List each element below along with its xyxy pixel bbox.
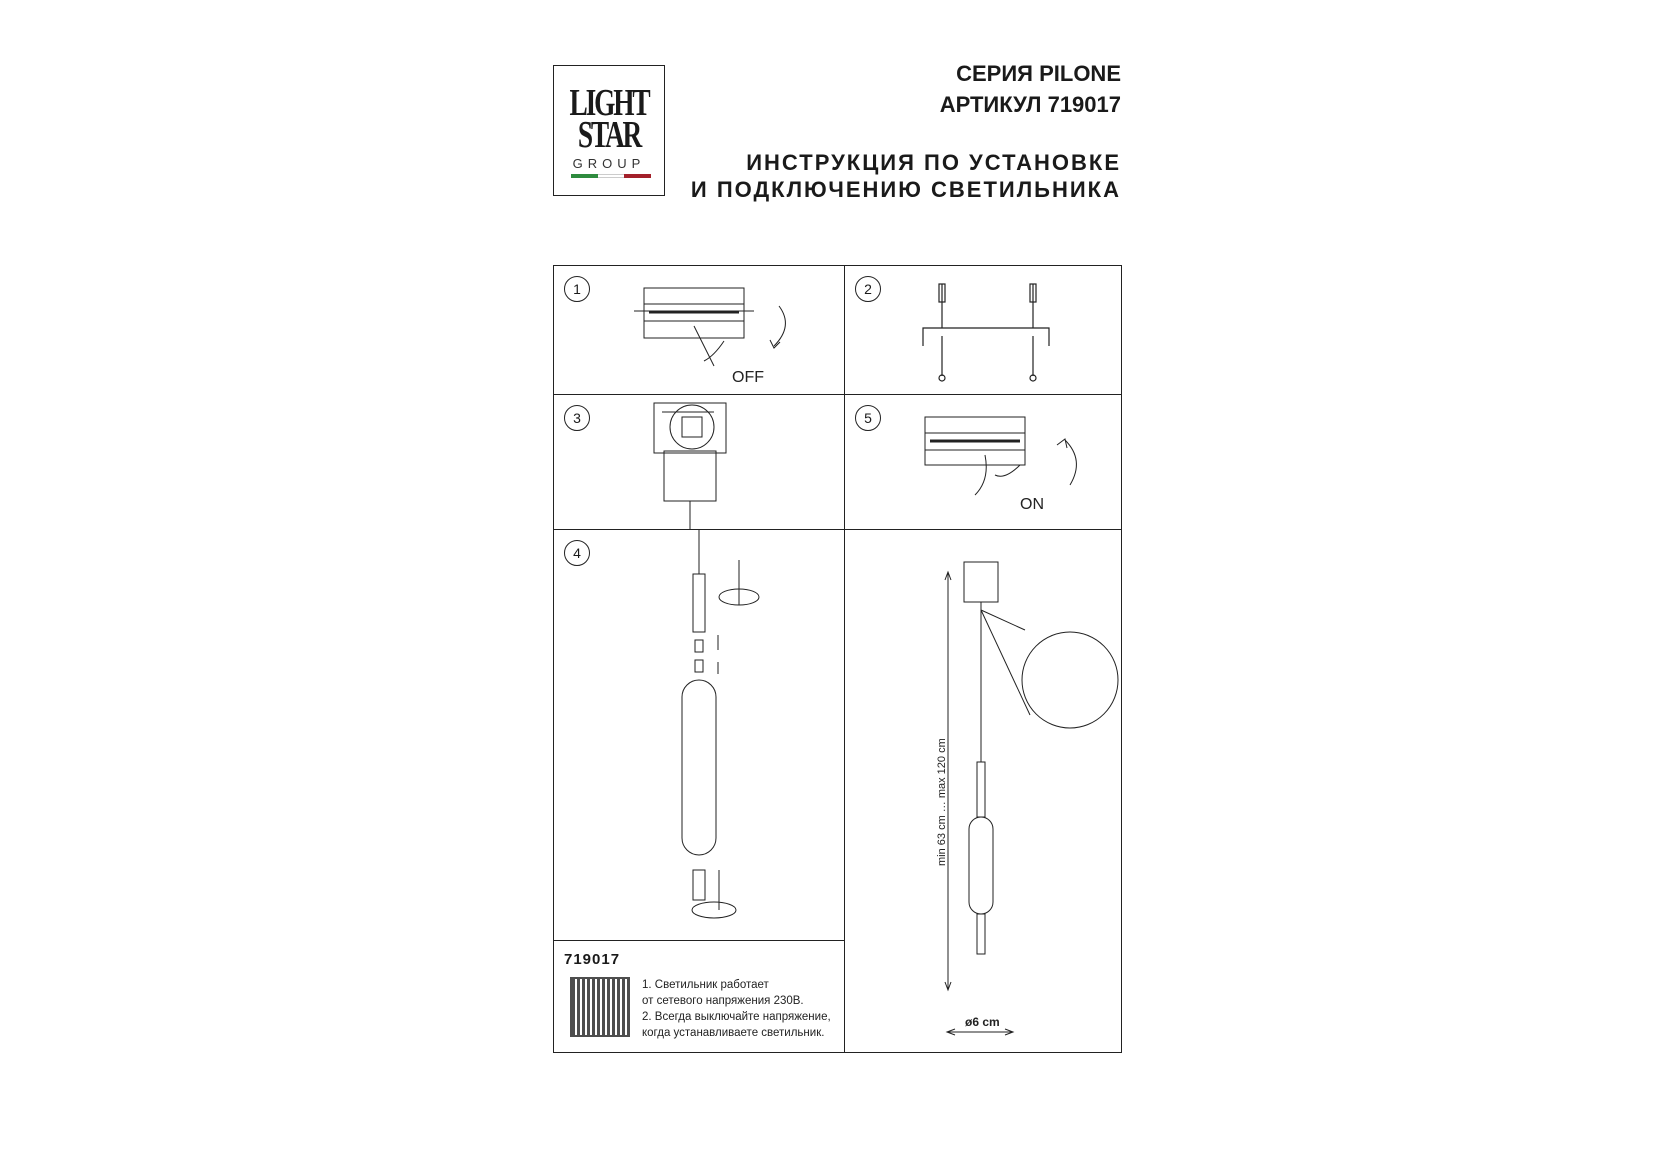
step-number: 3 [564,405,590,431]
info-cell: 719017 1. Светильник работает от сетевог… [554,941,845,1053]
step-number: 1 [564,276,590,302]
height-dimension: min 63 cm … max 120 cm [936,738,948,866]
note-line: от сетевого напряжения 230В. [642,995,804,1007]
article-number: 719017 [564,951,621,968]
step-2-cell: 2 [845,266,1121,395]
italian-flag-stripe [571,174,652,178]
lightstar-logo: LIGHT STAR GROUP [553,65,665,196]
step-number: 4 [564,540,590,566]
note-line: когда устанавливаете светильник. [642,1027,825,1039]
logo-text-light: LIGHT [569,82,651,124]
canopy-mount-illustration [653,402,727,529]
on-label: ON [1020,496,1044,513]
instruction-grid: 1 OFF 2 3 [553,265,1122,1053]
instruction-title-line1: ИНСТРУКЦИЯ ПО УСТАНОВКЕ [746,150,1121,175]
series-title: СЕРИЯ PILONE [956,61,1121,86]
mounting-bracket-illustration [922,283,1050,382]
dimensions-cell: min 63 cm … max 120 cm ø6 cm [845,530,1121,1053]
step-5-cell: 5 ON [845,395,1121,530]
instruction-title-line2: И ПОДКЛЮЧЕНИЮ СВЕТИЛЬНИКА [690,177,1121,202]
diameter-dimension: ø6 cm [965,1015,1000,1029]
step-4-cell: 4 [554,530,845,941]
step-3-cell: 3 [554,395,845,530]
breaker-off-illustration: OFF [634,287,786,386]
step-number: 5 [855,405,881,431]
logo-text-star: STAR [577,114,642,156]
note-line: 2. Всегда выключайте напряжение, [642,1011,831,1023]
lamp-assembly-illustration [681,530,760,919]
note-line: 1. Светильник работает [642,979,769,991]
off-label: OFF [732,369,764,386]
step-number: 2 [855,276,881,302]
step-1-cell: 1 OFF [554,266,845,395]
article-title: АРТИКУЛ 719017 [939,92,1121,117]
breaker-on-illustration: ON [924,416,1077,513]
dimension-drawing: min 63 cm … max 120 cm ø6 cm [936,561,1119,1036]
logo-text-group: GROUP [572,156,646,171]
qr-code[interactable] [570,977,630,1037]
safety-notes: 1. Светильник работает от сетевого напря… [642,977,831,1041]
